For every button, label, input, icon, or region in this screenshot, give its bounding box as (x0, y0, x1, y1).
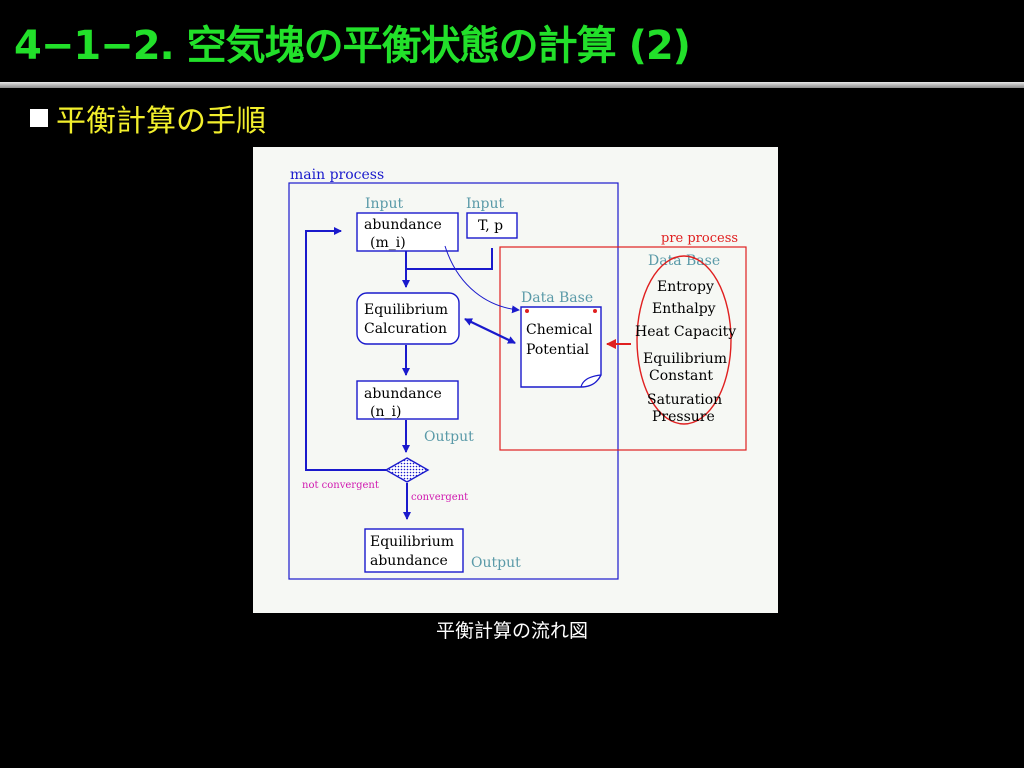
database-label-outer: Data Base (648, 253, 720, 269)
equilibrium-calc-line1: Equilibrium (364, 302, 448, 318)
db-saturation-line1: Saturation (647, 392, 722, 408)
bullet-text: 平衡計算の手順 (56, 104, 266, 139)
chemical-potential-line1: Chemical (526, 322, 593, 338)
database-label-inner: Data Base (521, 290, 593, 306)
arrow-abundance-to-database (444, 245, 520, 314)
dot-marker-right (593, 309, 597, 313)
pre-process-frame (499, 246, 747, 451)
equilibrium-calc-line2: Calcuration (364, 321, 447, 337)
input-label-1: Input (365, 196, 404, 212)
convergent-label: convergent (411, 492, 468, 503)
db-equilibrium-line1: Equilibrium (643, 351, 727, 367)
abundance-input-box (356, 212, 459, 252)
bullet-item: 平衡計算の手順 (30, 98, 266, 139)
pre-process-label: pre process (661, 231, 738, 246)
arrow-calc-potential (464, 318, 516, 344)
slide-title: 4−1−2. 空気塊の平衡状態の計算 (2) (14, 23, 691, 69)
db-saturation-line2: Pressure (652, 409, 715, 425)
database-ellipse (636, 255, 732, 425)
abundance-output-box (356, 380, 459, 420)
dot-marker-left (525, 309, 529, 313)
flow-diagram: main process pre process Input Input abu… (253, 147, 778, 613)
flow-diagram-svg: main process pre process Input Input abu… (288, 167, 747, 580)
figure-caption: 平衡計算の流れ図 (435, 620, 588, 642)
db-entropy: Entropy (657, 279, 714, 295)
db-enthalpy: Enthalpy (652, 301, 716, 317)
tp-label: T, p (478, 218, 503, 234)
square-bullet-icon (30, 109, 48, 127)
equilibrium-calc-box (356, 292, 460, 345)
title-divider (0, 82, 1024, 88)
db-equilibrium-line2: Constant (649, 368, 713, 384)
equilibrium-abundance-line2: abundance (370, 553, 448, 569)
main-process-label: main process (290, 167, 384, 183)
abundance-input-line1: abundance (364, 217, 442, 233)
output-label-1: Output (424, 429, 474, 445)
tp-input-box (466, 212, 518, 239)
main-process-frame (288, 182, 619, 580)
equilibrium-abundance-line1: Equilibrium (370, 534, 454, 550)
abundance-output-line1: abundance (364, 386, 442, 402)
convergence-decision-diamond (384, 457, 430, 483)
chemical-potential-line2: Potential (526, 342, 590, 358)
db-heat-capacity: Heat Capacity (635, 324, 736, 340)
abundance-output-line2: (n_i) (370, 404, 401, 420)
output-label-2: Output (471, 555, 521, 571)
page-curl-icon (580, 374, 602, 388)
arrow-loop-back (305, 227, 386, 471)
input-label-2: Input (466, 196, 505, 212)
abundance-input-line2: (m_i) (370, 235, 406, 251)
equilibrium-abundance-box (364, 528, 464, 573)
not-convergent-label: not convergent (302, 480, 379, 491)
arrow-tp-to-calc (407, 248, 493, 270)
